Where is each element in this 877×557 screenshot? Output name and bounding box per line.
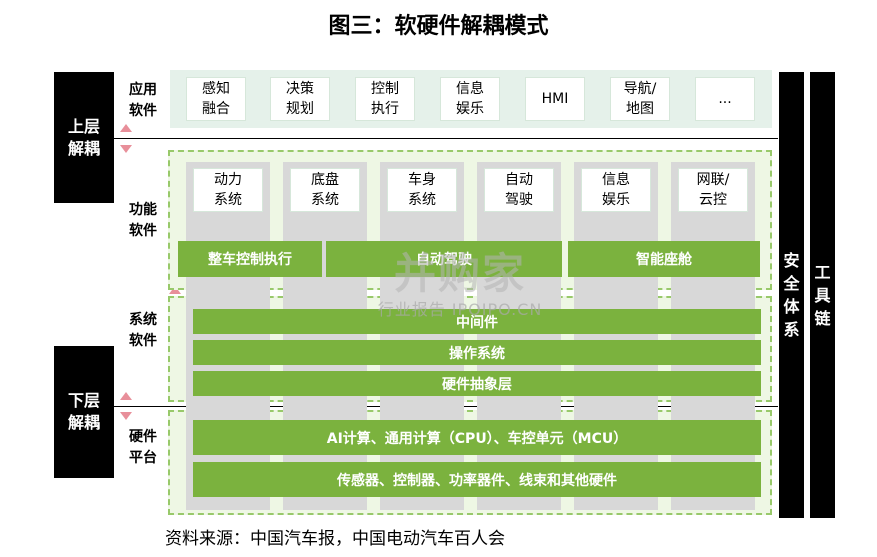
pillar [186, 162, 270, 510]
watermark-subtext: 行业报告 IPOIPO.CN [377, 300, 543, 319]
arrow-down-icon [120, 145, 132, 153]
row-label-func: 功能 软件 [129, 202, 157, 239]
source-note: 资料来源：中国汽车报，中国电动汽车百人会 [165, 529, 505, 549]
app-item: 决策 规划 [270, 77, 330, 121]
arrow-up-icon [169, 286, 181, 294]
arrow-down-icon [120, 412, 132, 420]
arrow-up-icon [120, 124, 132, 132]
system-bar-os: 操作系统 [193, 340, 761, 365]
pillar [671, 162, 755, 510]
app-item: 信息 娱乐 [440, 77, 500, 121]
pillar [574, 162, 658, 510]
arrow-up-icon [120, 392, 132, 400]
lower-decoupling-label: 下层 解耦 [54, 346, 114, 478]
func-item: 信息 娱乐 [581, 168, 651, 212]
upper-separator-line [114, 138, 778, 139]
app-item: 感知 融合 [186, 77, 246, 121]
func-item: 动力 系统 [193, 168, 263, 212]
system-bar-middleware: 中间件 [193, 309, 761, 334]
app-item: 控制 执行 [355, 77, 415, 121]
func-item: 底盘 系统 [290, 168, 360, 212]
row-label-app: 应用 软件 [129, 82, 157, 119]
row-label-hardware: 硬件 平台 [129, 429, 157, 466]
pillar [380, 162, 464, 510]
hardware-bar-compute: AI计算、通用计算（CPU）、车控单元（MCU） [193, 420, 761, 455]
app-item: 导航/ 地图 [610, 77, 670, 121]
pillar [283, 162, 367, 510]
hardware-bar-sensors: 传感器、控制器、功率器件、线束和其他硬件 [193, 462, 761, 497]
pillar [477, 162, 561, 510]
app-item: ... [695, 77, 755, 121]
watermark-brand: 并购家 [393, 249, 526, 298]
system-bar-hal: 硬件抽象层 [193, 371, 761, 396]
app-item: HMI [525, 77, 585, 121]
toolchain-column: 工 具 链 [810, 72, 835, 518]
upper-decoupling-label: 上层 解耦 [54, 72, 114, 203]
func-bar-smart-cockpit: 智能座舱 [568, 241, 760, 277]
safety-system-column: 安 全 体 系 [779, 72, 804, 518]
func-item: 车身 系统 [387, 168, 457, 212]
row-label-system: 系统 软件 [129, 312, 157, 349]
func-item: 自动 驾驶 [484, 168, 554, 212]
func-bar-vehicle-control: 整车控制执行 [178, 241, 322, 277]
diagram-title: 图三：软硬件解耦模式 [328, 14, 549, 39]
func-bar-autonomous-driving: 自动驾驶 [326, 241, 562, 277]
func-item: 网联/ 云控 [678, 168, 748, 212]
